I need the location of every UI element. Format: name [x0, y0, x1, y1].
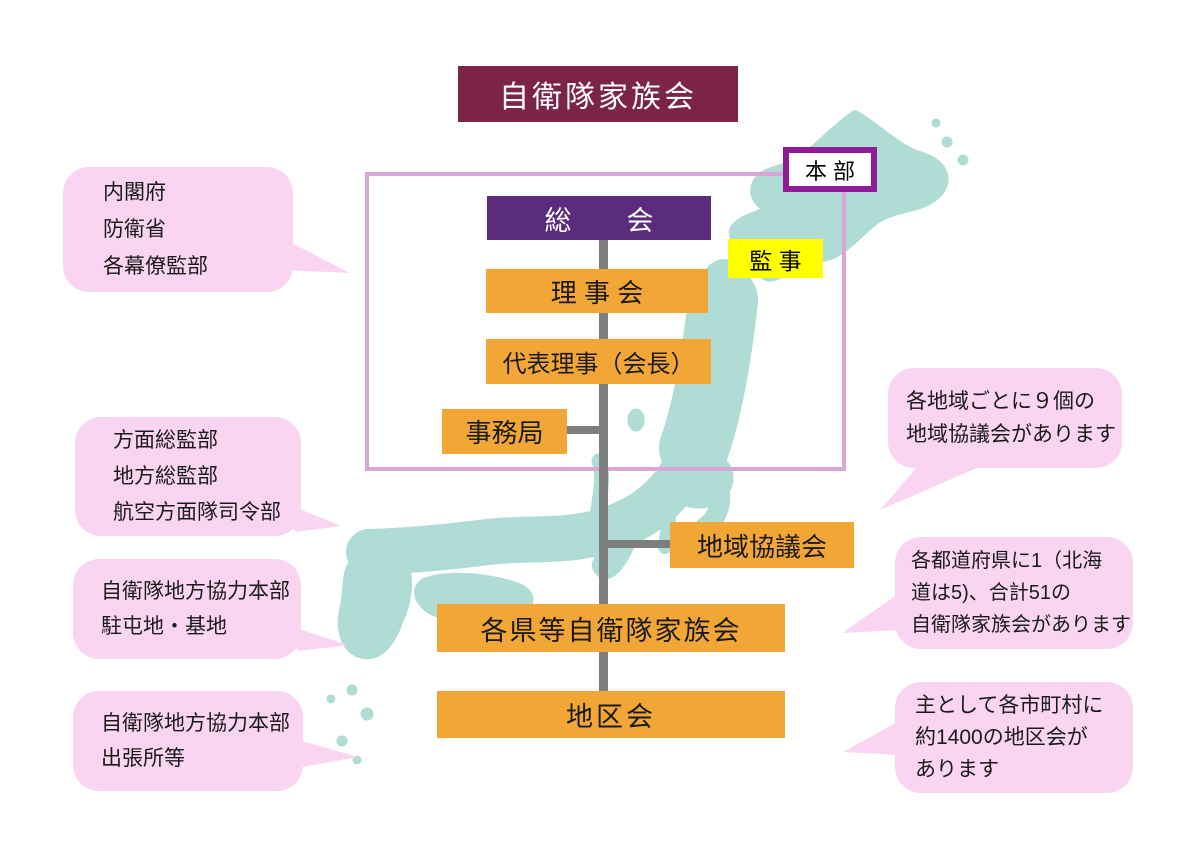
- connector-chiiki: [606, 540, 672, 548]
- island-dot: [346, 684, 358, 696]
- tohoku-shape: [659, 265, 758, 483]
- bubble-regional-hq: 方面総監部 地方総監部 航空方面隊司令部: [75, 417, 301, 536]
- bubble-line: 約1400の地区会が: [915, 725, 1088, 749]
- bubble-cabinet-office: 内閣府 防衛省 各幕僚監部: [63, 167, 293, 292]
- bubble-line: 各都道府県に1（北海: [911, 550, 1103, 572]
- bubble-line: 航空方面隊司令部: [113, 500, 281, 524]
- bubble-line: 自衛隊家族会があります: [911, 614, 1131, 636]
- bubble-regional-councils-note: 各地域ごとに９個の 地域協議会があります: [888, 368, 1122, 468]
- district-association-box: 地区会: [437, 691, 785, 738]
- bubble-cooperation-hq-branches: 自衛隊地方協力本部 出張所等: [73, 691, 303, 791]
- auditor-box: 監 事: [728, 239, 823, 278]
- secretariat-box: 事務局: [442, 409, 567, 454]
- bubble-line: 各幕僚監部: [103, 255, 208, 278]
- bubble-line: 出張所等: [101, 747, 185, 770]
- bubble-line: 方面総監部: [113, 428, 218, 452]
- bubble-line: 主として各市町村に: [915, 693, 1104, 717]
- island-dot: [957, 154, 969, 166]
- island-dot: [360, 707, 374, 721]
- island-dot: [931, 118, 941, 128]
- bubble-right-3-tail: [843, 720, 901, 755]
- bubble-line: 自衛隊地方協力本部: [101, 580, 290, 603]
- island-dot: [326, 694, 336, 704]
- bubble-line: 各地域ごとに９個の: [906, 390, 1095, 413]
- bubble-cooperation-hq-bases: 自衛隊地方協力本部 駐屯地・基地: [73, 559, 301, 659]
- bubble-right-2-tail: [842, 592, 901, 633]
- page-title: 自衛隊家族会: [458, 66, 738, 122]
- honbu-label-box: 本 部: [783, 147, 877, 192]
- bubble-district-note: 主として各市町村に 約1400の地区会が あります: [895, 682, 1133, 793]
- kii-peninsula: [592, 519, 639, 579]
- bubble-right-1-tail: [880, 458, 1000, 510]
- bubble-line: 防衛省: [103, 218, 166, 241]
- connector-jimukyoku: [565, 426, 603, 434]
- board-of-directors-box: 理 事 会: [486, 269, 708, 313]
- bubble-line: 地方総監部: [113, 464, 218, 488]
- island-dot: [941, 136, 953, 148]
- bubble-prefectural-note: 各都道府県に1（北海 道は5)、合計51の 自衛隊家族会があります: [895, 537, 1133, 649]
- general-meeting-box: 総 会: [487, 196, 711, 240]
- regional-council-box: 地域協議会: [670, 522, 854, 568]
- island-dot: [352, 755, 362, 765]
- connector-vertical: [599, 238, 608, 693]
- bubble-line: あります: [915, 757, 999, 781]
- prefectural-association-box: 各県等自衛隊家族会: [437, 604, 785, 652]
- bubble-line: 自衛隊地方協力本部: [101, 712, 290, 735]
- island-dot: [336, 735, 348, 747]
- bubble-left-1-tail: [278, 236, 350, 273]
- bubble-line: 地域協議会があります: [906, 423, 1116, 446]
- bubble-line: 道は5)、合計51の: [911, 582, 1072, 604]
- bubble-line: 内閣府: [103, 181, 166, 204]
- sado-island: [627, 408, 645, 432]
- representative-director-box: 代表理事（会長）: [486, 339, 711, 384]
- kyushu-shape: [337, 547, 413, 660]
- bubble-line: 駐屯地・基地: [101, 615, 227, 638]
